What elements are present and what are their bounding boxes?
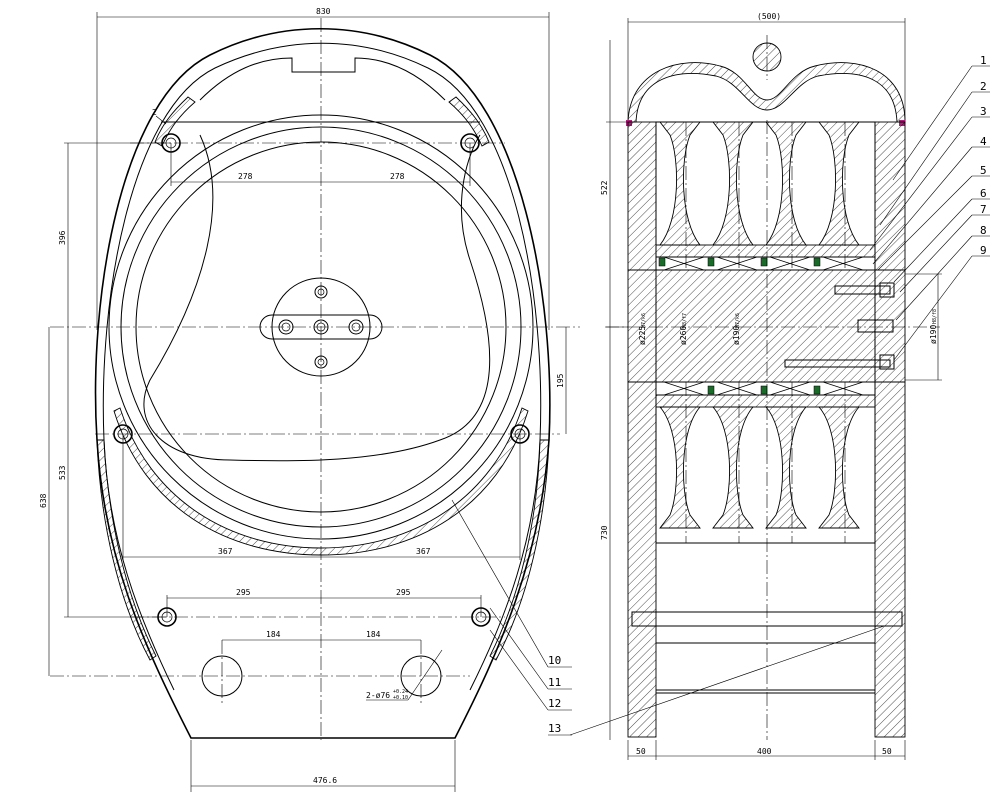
dim-195: 195	[556, 327, 567, 434]
callout-6-label: 6	[980, 187, 987, 200]
dim-d260-fit: H8/f7	[682, 313, 688, 328]
sheaves-upper	[655, 121, 876, 270]
bearings-lower	[655, 381, 876, 396]
hatched-side-left	[96, 439, 157, 661]
hole-callout-text: 2-ø76	[366, 691, 390, 700]
dim-730: 730	[600, 525, 609, 540]
dim-278: 278 278	[170, 143, 471, 186]
dim-476-6: 476.6	[190, 740, 456, 792]
dim-367: 367 367	[122, 434, 521, 560]
callout-6: 6	[893, 187, 990, 283]
callout-1-label: 1	[980, 54, 987, 67]
inner-casing-wall	[102, 42, 542, 691]
callout-7: 7	[899, 203, 990, 293]
callout-1: 1	[892, 54, 990, 181]
callout-11-label: 11	[548, 676, 561, 689]
dim-522: 522	[600, 180, 609, 195]
dim-vertical-left: 396 533 638	[39, 142, 171, 676]
callout-11: 11	[489, 607, 572, 690]
dim-side-vertical: 522 730	[600, 40, 628, 740]
dim-184: 184 184	[222, 630, 421, 641]
front-view: 830	[39, 7, 580, 792]
callout-10: 10	[451, 499, 572, 668]
bearings-upper	[655, 256, 876, 271]
callout-9: 9	[893, 244, 990, 361]
shaft-section	[627, 269, 906, 383]
callout-2: 2	[879, 80, 990, 226]
cam-curve	[143, 134, 491, 462]
dim-overall-width: 830	[96, 7, 550, 330]
hole-callout: 2-ø76 +0.24 +0.10	[366, 649, 443, 701]
callout-4: 4	[872, 135, 990, 265]
dim-278-right: 278	[390, 172, 405, 181]
dim-396: 396	[58, 230, 67, 245]
dim-295-right: 295	[396, 588, 411, 597]
dim-50-left: 50	[636, 747, 646, 756]
dim-d190-a-fit: H7/k6	[735, 313, 741, 328]
dim-184-right: 184	[366, 630, 381, 639]
dim-d225-fit: H7/k6	[641, 313, 647, 328]
callout-8: 8	[895, 224, 990, 321]
side-view: (500)	[600, 12, 942, 760]
dim-184-left: 184	[266, 630, 281, 639]
callout-12-label: 12	[548, 697, 561, 710]
dim-top-500: (500)	[627, 12, 906, 120]
callout-5: 5	[877, 164, 990, 271]
dim-195-label: 195	[556, 373, 565, 388]
dim-533: 533	[58, 465, 67, 480]
hole-tol-upper: +0.24	[393, 689, 408, 695]
dim-278-left: 278	[238, 172, 253, 181]
dim-side-bottom: 50 400 50	[627, 740, 906, 760]
dim-d225: ø225	[638, 326, 647, 345]
callout-5-label: 5	[980, 164, 987, 177]
dim-d190-b-fit: H8/f8	[932, 309, 938, 324]
dim-295-left: 295	[236, 588, 251, 597]
callout-10-label: 10	[548, 654, 561, 667]
dim-295: 295 295	[166, 588, 482, 617]
part-callouts: 1 2 3 4 5 6 7	[451, 54, 990, 736]
callout-13-label: 13	[548, 722, 561, 735]
top-lobe	[199, 57, 446, 101]
side-wall-left-upper	[627, 121, 657, 271]
dim-830: 830	[316, 7, 331, 16]
callout-7-label: 7	[980, 203, 987, 216]
callout-13: 13	[548, 625, 885, 736]
dim-edge-note: 2	[152, 108, 157, 117]
callout-4-label: 4	[980, 135, 987, 148]
top-cover	[627, 62, 906, 123]
lower-drum-shield	[113, 407, 529, 556]
dim-d190-b: ø190	[929, 325, 938, 344]
dim-367-right: 367	[416, 547, 431, 556]
callout-3-label: 3	[980, 105, 987, 118]
dim-d190-a: ø190	[732, 326, 741, 345]
callout-12: 12	[489, 629, 572, 711]
callout-9-label: 9	[980, 244, 987, 257]
callout-2-label: 2	[980, 80, 987, 93]
hatched-side-right	[489, 439, 550, 661]
dim-367-left: 367	[218, 547, 233, 556]
side-wall-right-lower	[874, 381, 906, 738]
dim-400: 400	[757, 747, 772, 756]
callout-8-label: 8	[980, 224, 987, 237]
side-wall-left-lower	[627, 381, 657, 738]
hole-tol-lower: +0.10	[393, 695, 408, 701]
dim-638: 638	[39, 493, 48, 508]
dim-d260: ø260	[679, 326, 688, 345]
dim-base-width: 476.6	[313, 776, 337, 785]
dim-500: (500)	[757, 12, 781, 21]
dim-50-right: 50	[882, 747, 892, 756]
sheaves-lower	[655, 382, 876, 544]
callout-3: 3	[869, 105, 990, 251]
